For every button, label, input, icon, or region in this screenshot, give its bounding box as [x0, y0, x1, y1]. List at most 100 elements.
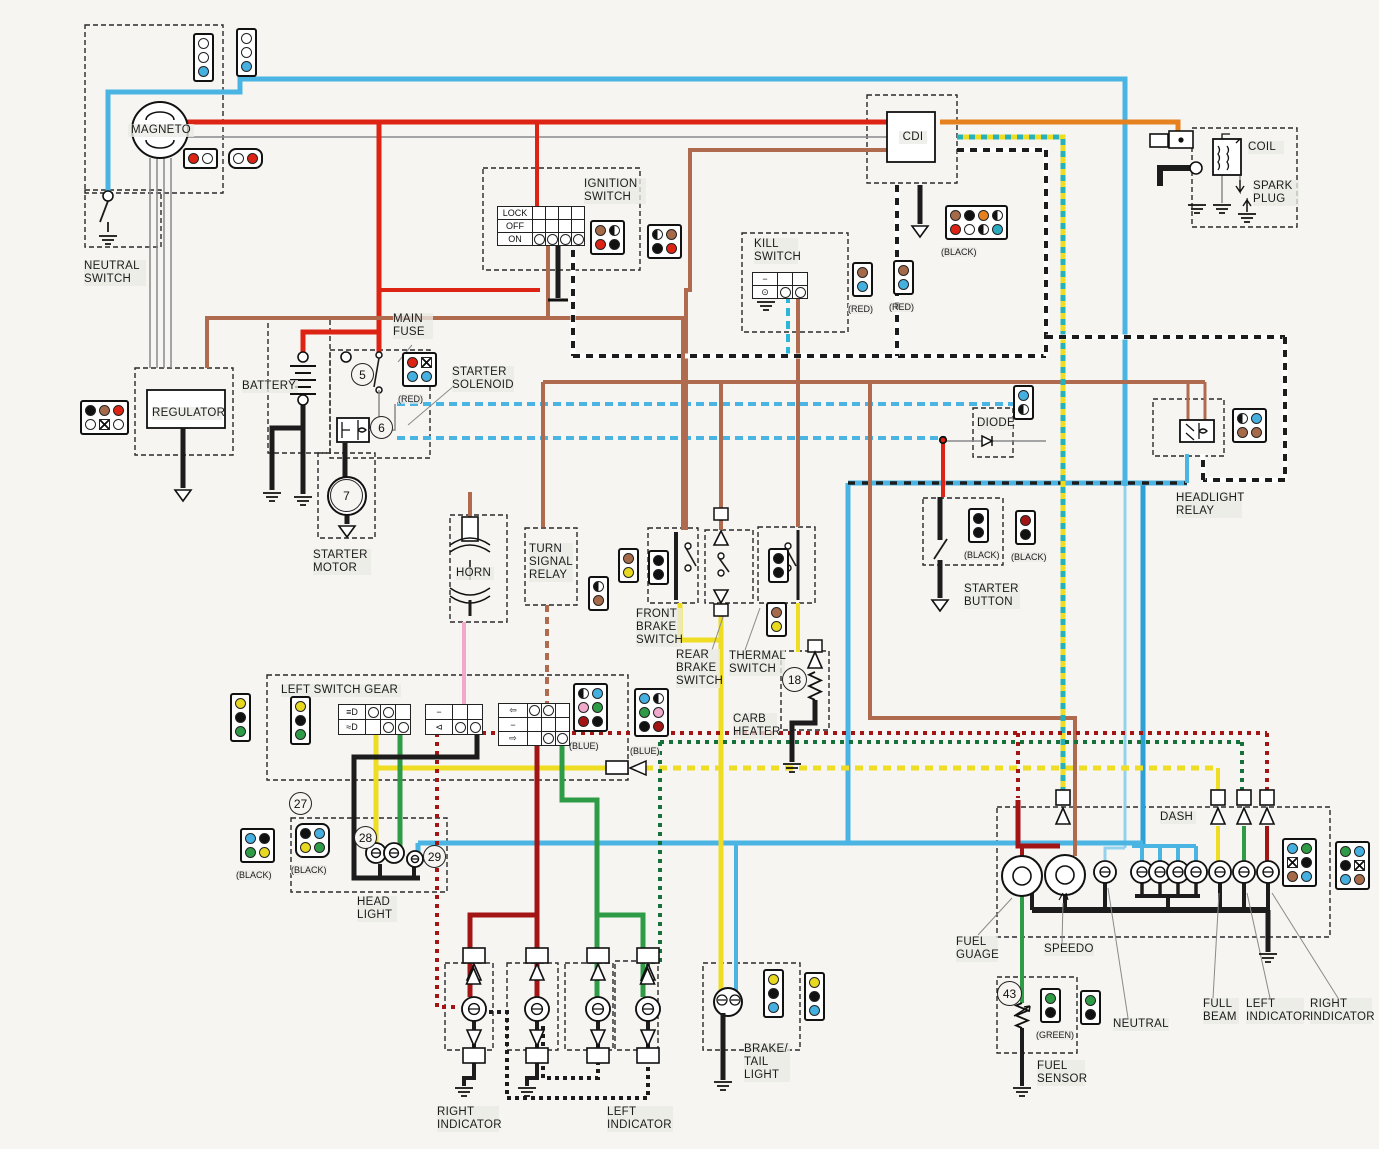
switch-cell: [559, 220, 572, 232]
pin-gn: [1045, 993, 1056, 1004]
label-neutral_switch: NEUTRAL SWITCH: [84, 260, 146, 286]
connector-label-blue_a: (BLUE): [569, 741, 599, 751]
pin-gn: [235, 726, 246, 737]
pin-bn: [950, 210, 961, 221]
switch-cell: [366, 705, 381, 719]
switch-symbol: LOCK: [498, 207, 533, 219]
connector-sol: [402, 352, 437, 387]
switch-symbol: ⇦: [499, 704, 528, 717]
switch-cell: [572, 207, 584, 219]
switch-cell: [528, 718, 542, 731]
switch-cell: [468, 720, 482, 734]
pin-yl: [235, 698, 246, 709]
pin-bk: [235, 712, 246, 723]
connector-kill_a: [852, 262, 873, 297]
switch-symbol: ≈D: [339, 720, 366, 734]
pin-bk: [592, 716, 603, 727]
pin-wh: [202, 153, 213, 164]
switch-cell: [542, 718, 556, 731]
label-right_indicator_bottom: RIGHT INDICATOR: [437, 1106, 502, 1132]
pin-bk: [300, 828, 311, 839]
switch-cell: [793, 286, 807, 298]
pin-hx: [1237, 413, 1248, 424]
pin-hx: [1018, 404, 1029, 415]
switch-cell: [528, 704, 542, 717]
circled-number-fuel_sensor: 43: [997, 981, 1022, 1006]
label-spark_plug: SPARK PLUG: [1253, 180, 1299, 206]
pin-bl: [1354, 846, 1365, 857]
connector-label-cdi: (BLACK): [941, 247, 977, 257]
pin-dr: [1020, 515, 1031, 526]
pin-bk: [639, 721, 650, 732]
pin-bl: [198, 66, 209, 77]
connector-label-sb_a: (BLACK): [964, 550, 1000, 560]
switch-table-horn: −⊲: [425, 704, 483, 735]
switch-cell: [396, 720, 410, 734]
pin-bl: [809, 1005, 820, 1016]
label-magneto: MAGNETO: [128, 124, 194, 137]
connector-label-kill_b: (RED): [889, 302, 914, 312]
connector-sb_a: [968, 508, 989, 543]
connector-mag_a: [193, 33, 214, 82]
pin-bn: [623, 553, 634, 564]
label-dash: DASH: [1160, 811, 1196, 824]
label-regulator: REGULATOR: [152, 407, 226, 420]
switch-cell: [546, 233, 559, 245]
circled-number-head_light_c: 29: [423, 845, 446, 868]
pin-bk: [773, 567, 784, 578]
circled-number-starter_motor: 7: [330, 479, 363, 512]
connector-ths_a: [768, 548, 789, 583]
switch-cell: [778, 286, 793, 298]
label-right_indicator_dash: RIGHT INDICATOR: [1310, 998, 1375, 1024]
switch-symbol: ON: [498, 233, 533, 245]
connector-kill_b: [893, 260, 914, 295]
pin-bk: [609, 239, 620, 250]
connector-hl_a: [240, 828, 275, 863]
pin-bl: [592, 688, 603, 699]
label-coil: COIL: [1248, 141, 1284, 154]
pin-yl: [300, 842, 311, 853]
pin-xx: [1354, 860, 1365, 871]
pin-bn: [595, 225, 606, 236]
pin-bn: [593, 595, 604, 606]
pin-dr: [653, 721, 664, 732]
switch-cell: [559, 233, 572, 245]
pin-gn: [1085, 995, 1096, 1006]
pin-bk: [768, 988, 779, 999]
pin-gn: [639, 707, 650, 718]
pin-bk: [652, 243, 663, 254]
pin-bk: [964, 210, 975, 221]
label-ignition_switch: IGNITION SWITCH: [584, 178, 646, 204]
pin-bl: [898, 279, 909, 290]
connector-mag_d: [228, 148, 263, 169]
connector-label-hl_b: (BLACK): [291, 865, 327, 875]
pin-bn: [1354, 874, 1365, 885]
pin-rd: [950, 224, 961, 235]
pin-yl: [809, 977, 820, 988]
switch-cell: [546, 220, 559, 232]
pin-or: [978, 210, 989, 221]
switch-cell: [381, 720, 396, 734]
connector-diode: [1013, 385, 1034, 420]
pin-bl: [1018, 390, 1029, 401]
label-speedo: SPEEDO: [1044, 943, 1094, 956]
connector-blue_b: [634, 688, 669, 737]
switch-cell: [778, 273, 793, 285]
label-headlight_relay: HEADLIGHT RELAY: [1176, 492, 1245, 518]
label-left_indicator_bottom: LEFT INDICATOR: [607, 1106, 673, 1132]
label-starter_motor: STARTER MOTOR: [313, 549, 371, 575]
circled-number-main_fuse: 5: [351, 363, 374, 386]
connector-lsg_b: [290, 696, 311, 745]
pin-bl: [1287, 843, 1298, 854]
switch-cell: [572, 233, 584, 245]
pin-bk: [85, 405, 96, 416]
switch-cell: [793, 273, 807, 285]
pin-gn: [1340, 846, 1351, 857]
pin-bl: [1301, 871, 1312, 882]
connector-label-sb_b: (BLACK): [1011, 552, 1047, 562]
label-front_brake_switch: FRONT BRAKE SWITCH: [636, 608, 684, 647]
switch-symbol: −: [753, 273, 778, 285]
pin-bl: [421, 371, 432, 382]
